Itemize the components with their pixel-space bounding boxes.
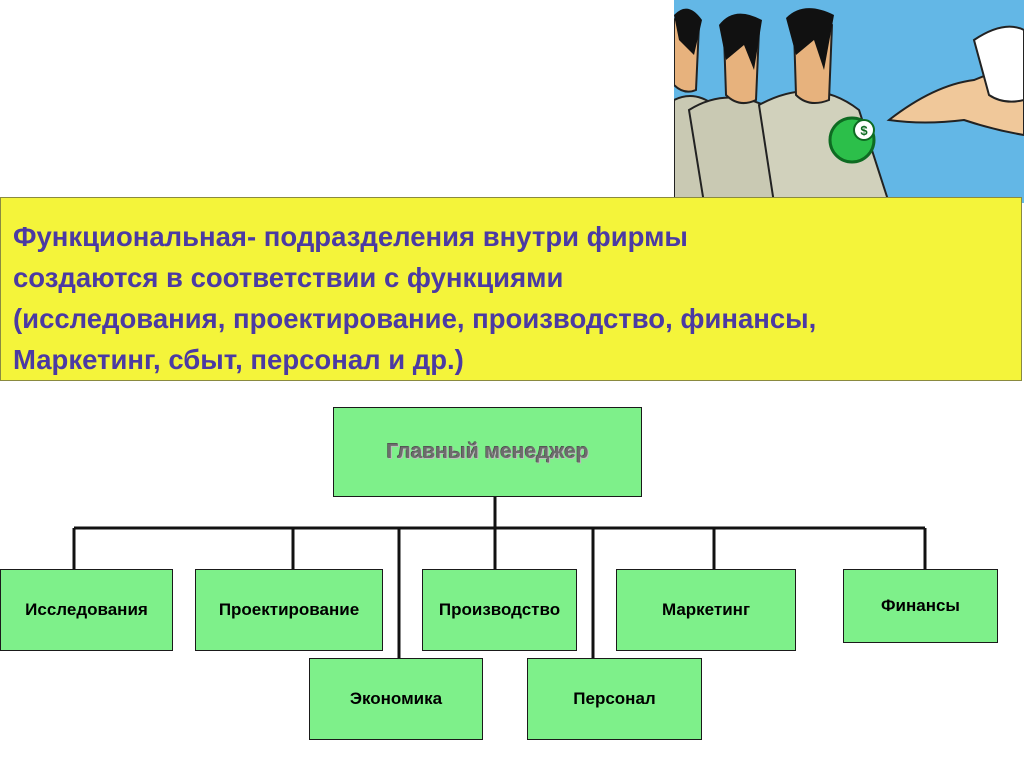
people-pointing-icon: $ xyxy=(674,0,1024,203)
description-banner: Функциональная- подразделения внутри фир… xyxy=(0,197,1022,381)
svg-text:$: $ xyxy=(860,123,868,138)
dept-finance-box: Финансы xyxy=(843,569,998,643)
dept-research-box: Исследования xyxy=(0,569,173,651)
dept-economics-label: Экономика xyxy=(349,689,443,708)
dept-marketing-label: Маркетинг xyxy=(661,600,751,619)
dept-design-box: Проектирование xyxy=(195,569,383,651)
dept-finance-label: Финансы xyxy=(881,596,960,615)
chief-manager-box: Главный менеджер xyxy=(333,407,642,497)
chief-manager-label: Главный менеджер xyxy=(386,440,589,463)
dept-marketing-box: Маркетинг xyxy=(616,569,796,651)
description-text: Функциональная- подразделения внутри фир… xyxy=(13,221,817,375)
dept-research-label: Исследования xyxy=(25,600,148,619)
dept-production-box: Производство xyxy=(422,569,577,651)
dept-design-label: Проектирование xyxy=(218,600,360,619)
dept-economics-box: Экономика xyxy=(309,658,483,740)
dept-personnel-box: Персонал xyxy=(527,658,702,740)
dept-personnel-label: Персонал xyxy=(573,689,656,708)
businessmen-illustration: $ xyxy=(674,0,1024,203)
dept-production-label: Производство xyxy=(438,600,561,619)
